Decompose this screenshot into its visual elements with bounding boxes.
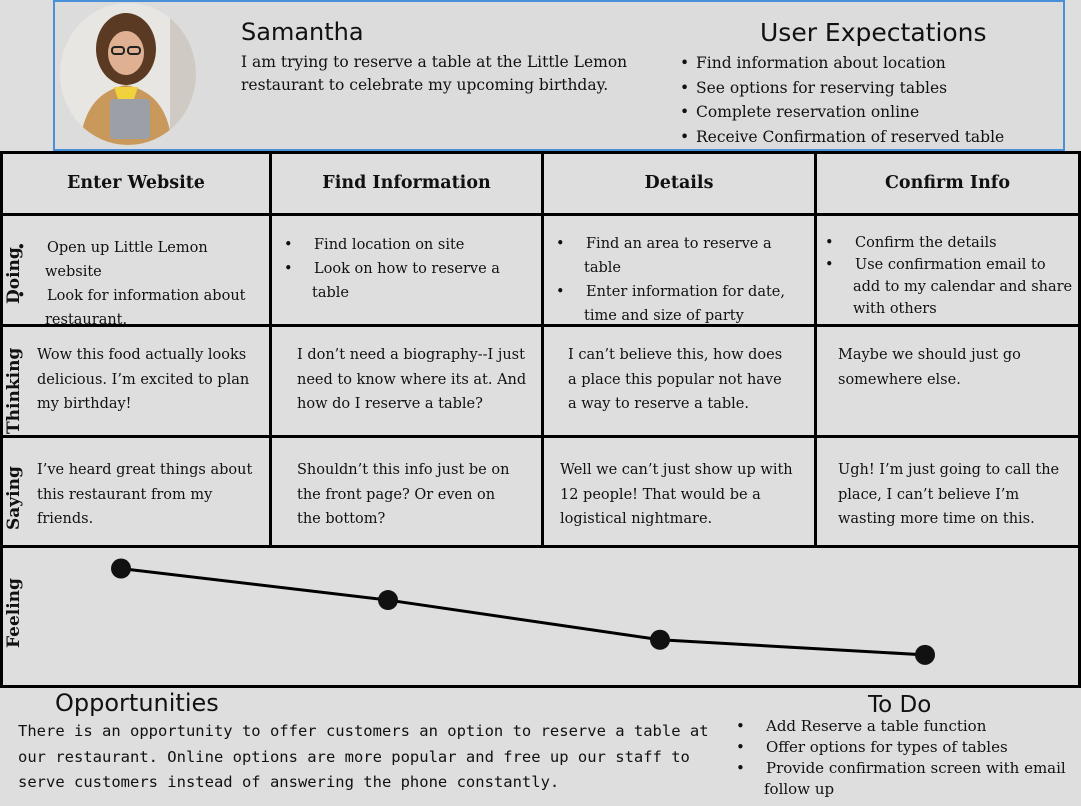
doing-cell: Confirm the details Use confirmation ema… [839, 232, 1075, 320]
column-header: Find Information [322, 173, 491, 193]
doing-cell: Find location on site Look on how to res… [298, 233, 538, 305]
feeling-point [915, 644, 935, 665]
grid-line [814, 151, 817, 548]
grid-line [0, 213, 1081, 216]
grid-line [541, 151, 544, 548]
opportunities-text: There is an opportunity to offer custome… [18, 722, 709, 791]
todo-title: To Do [868, 692, 932, 718]
column-header: Confirm Info [885, 173, 1010, 193]
grid-line [0, 151, 1081, 154]
feeling-point [111, 558, 131, 579]
list-item: Confirm the details [839, 232, 1075, 254]
todo-item: Provide confirmation screen with email f… [750, 758, 1070, 800]
thinking-cell: I can’t believe this, how does a place t… [568, 347, 783, 412]
saying-cell: Ugh! I’m just going to call the place, I… [838, 462, 1060, 527]
todo-item: Offer options for types of tables [750, 737, 1070, 758]
feeling-point [378, 590, 398, 611]
list-item: Look on how to reserve a table [298, 257, 538, 305]
doing-cell: Find an area to reserve a table Enter in… [570, 232, 810, 328]
opportunities-title: Opportunities [55, 689, 219, 717]
persona-description: I am trying to reserve a table at the Li… [241, 53, 628, 94]
list-item: Find an area to reserve a table [570, 232, 810, 280]
grid-line [0, 685, 1081, 688]
grid-line [0, 435, 1081, 438]
row-label-saying: Saying [4, 466, 24, 530]
saying-cell: Shouldn’t this info just be on the front… [297, 462, 510, 527]
user-expectation-item: Find information about location [680, 51, 1004, 76]
user-expectation-item: Complete reservation online [680, 100, 1004, 125]
todo-item: Add Reserve a table function [750, 716, 1070, 737]
user-expectation-item: Receive Confirmation of reserved table [680, 125, 1004, 150]
thinking-cell: I don’t need a biography--I just need to… [297, 347, 527, 412]
column-header: Enter Website [67, 173, 205, 193]
list-item: Open up Little Lemon website [31, 236, 263, 284]
list-item: Look for information about restaurant. [31, 284, 263, 332]
user-expectations-title: User Expectations [760, 18, 987, 47]
thinking-cell: Maybe we should just go somewhere else. [838, 347, 1021, 388]
grid-line [0, 324, 1081, 327]
feeling-line [120, 567, 926, 657]
list-item: Use confirmation email to add to my cale… [839, 254, 1075, 320]
persona-name: Samantha [241, 18, 364, 46]
column-header: Details [644, 173, 714, 193]
list-item: Enter information for date, time and siz… [570, 280, 810, 328]
list-item: Find location on site [298, 233, 538, 257]
feeling-point [650, 629, 670, 650]
grid-line [1078, 151, 1081, 688]
thinking-cell: Wow this food actually looks delicious. … [37, 347, 250, 412]
saying-cell: I’ve heard great things about this resta… [37, 462, 253, 527]
grid-line [0, 545, 1081, 548]
feeling-chart [111, 558, 935, 665]
doing-cell: Open up Little Lemon website Look for in… [31, 236, 263, 332]
persona-avatar [60, 3, 196, 145]
row-label-thinking: Thinking [4, 347, 24, 434]
user-expectation-item: See options for reserving tables [680, 76, 1004, 101]
user-expectations-list: Find information about location See opti… [680, 51, 1004, 149]
grid-line [269, 151, 272, 548]
saying-cell: Well we can’t just show up with 12 peopl… [560, 462, 793, 527]
grid-line [0, 151, 3, 688]
todo-list: Add Reserve a table function Offer optio… [750, 716, 1070, 800]
